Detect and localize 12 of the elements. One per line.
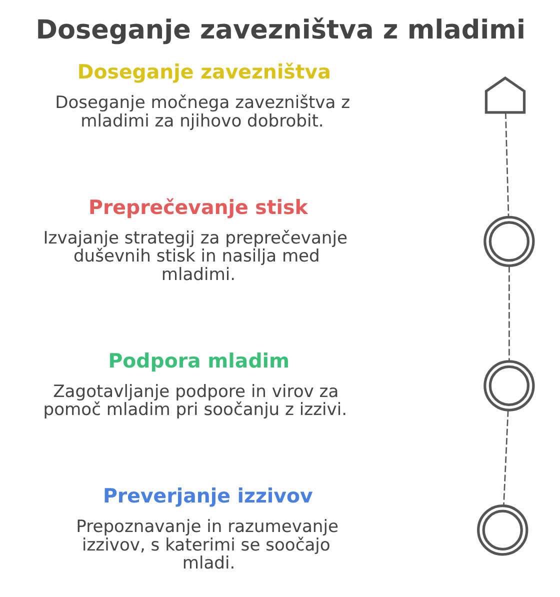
node-text: Preprečevanje stisk Izvajanje strategij za preprečevanje duševnih stisk in nasilja med mladimi. <box>42 196 347 285</box>
node-pin <box>476 504 528 556</box>
node-text: Podpora mladim Zagotavljanje podpore in virov za pomoč mladim pri soočanju z izzivi. <box>42 349 347 420</box>
node-pin <box>483 216 534 267</box>
connector <box>502 410 508 506</box>
connector <box>504 112 509 217</box>
diagram-title: Doseganje zavezništva z mladimi <box>35 16 525 46</box>
node-text: Doseganje zavezništva Doseganje močnega zavezništva z mladimi za njihovo dobrobit. <box>54 60 350 132</box>
node-text: Preverjanje izzivov Prepoznavanje in razumevanje izzivov, s katerimi se soočajo mladi. <box>76 484 338 574</box>
node-rocket <box>484 76 526 114</box>
connector <box>508 266 510 362</box>
node-pin <box>483 360 534 412</box>
